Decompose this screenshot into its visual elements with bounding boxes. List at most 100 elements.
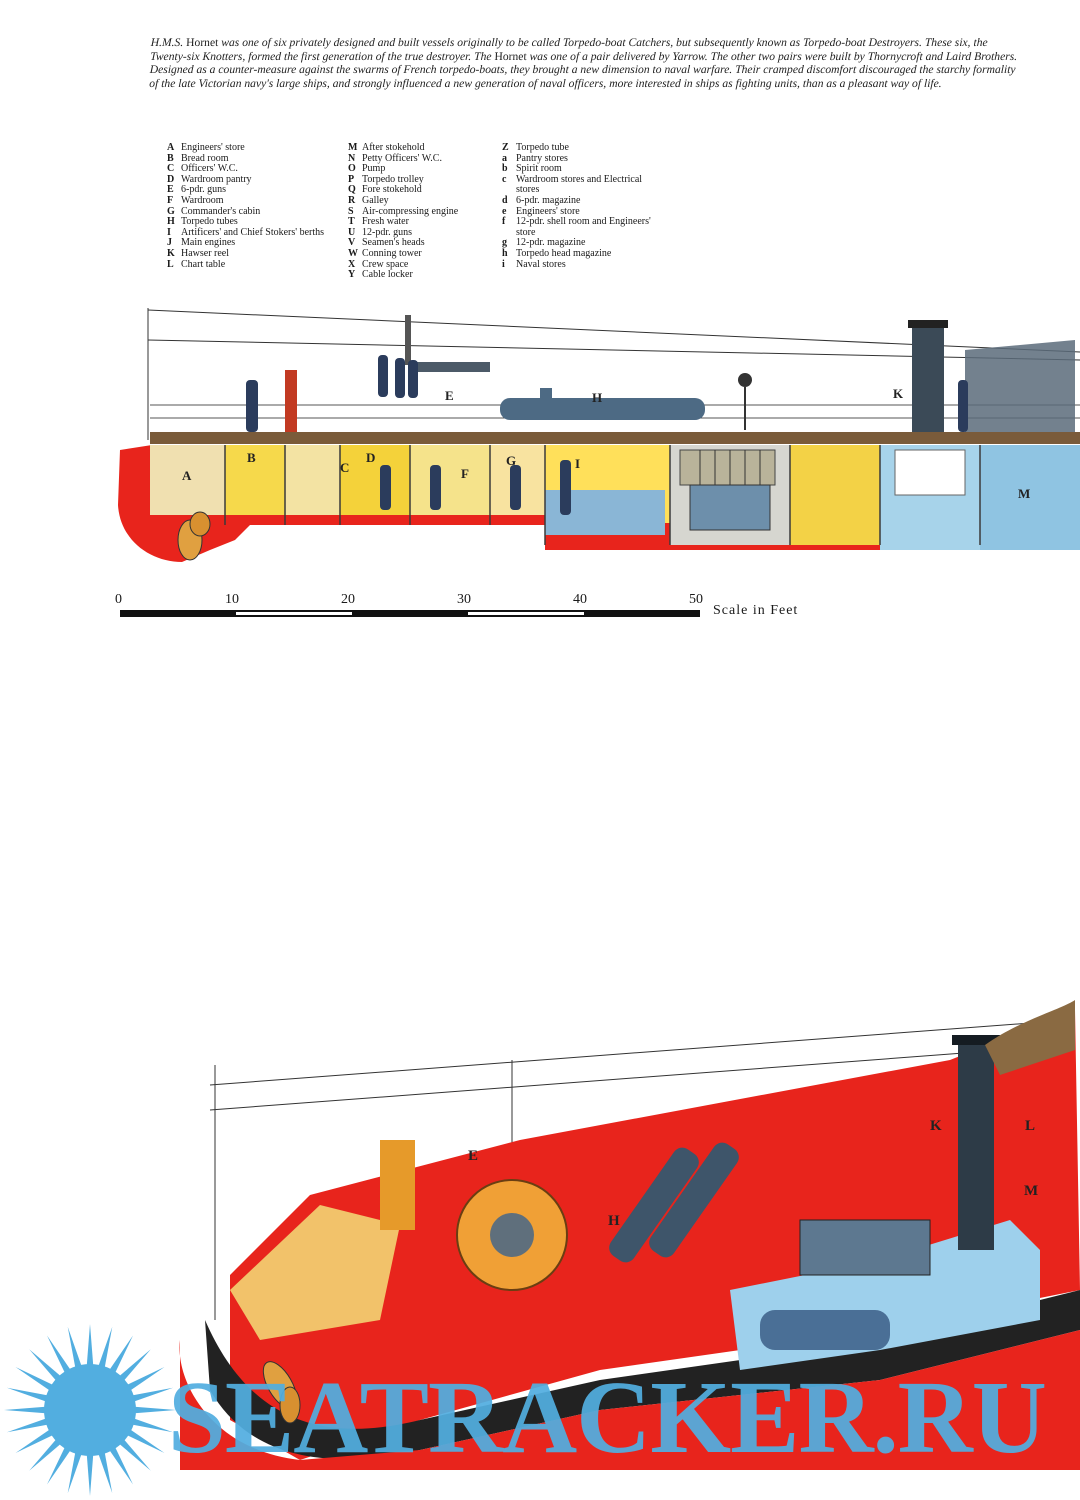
legend-item: K Hawser reel <box>167 247 331 260</box>
ship-boat <box>985 1000 1075 1075</box>
legend-label: Torpedo head magazine <box>516 247 612 259</box>
deck-rigging <box>209 1019 1071 1320</box>
legend-key: V <box>348 237 356 249</box>
legend-key: L <box>167 258 174 270</box>
funnel <box>958 1040 994 1250</box>
legend-item: S Air-compressing engine <box>348 205 512 218</box>
legend-label: Torpedo tubes <box>181 216 238 228</box>
legend-key: K <box>167 247 175 259</box>
sun-ray <box>96 1326 113 1373</box>
legend-label: Main engines <box>181 237 236 249</box>
legend-label: Artificers' and Chief Stokers' berths <box>181 226 325 238</box>
legend-item: T Fresh water <box>348 217 512 228</box>
legend-key: S <box>348 205 354 217</box>
sun-ray <box>115 1349 151 1385</box>
legend-key: Z <box>502 142 509 153</box>
sun-ray <box>15 1426 58 1453</box>
legend-label: Spirit room <box>516 163 562 175</box>
legend-key: O <box>348 163 356 175</box>
legend-label: Petty Officers' W.C. <box>362 152 442 164</box>
section-letter: C <box>340 460 349 475</box>
watermark-text: SEATRACKER.RU <box>168 1360 1047 1475</box>
legend-label: Air-compressing engine <box>362 205 459 217</box>
legend-label: Fresh water <box>362 216 409 228</box>
deck-letter: E <box>468 1148 478 1164</box>
bulkheads <box>224 445 981 545</box>
legend-key: g <box>502 237 507 249</box>
section-letter: M <box>1018 486 1030 501</box>
sun-ray <box>106 1442 133 1485</box>
legend-label: After stokehold <box>362 142 425 153</box>
sun-ray <box>106 1335 133 1378</box>
deck-letter: H <box>608 1213 620 1229</box>
legend-label: Seamen's heads <box>362 237 425 249</box>
legend-label: Torpedo trolley <box>362 173 424 185</box>
torpedo-tubes <box>609 1142 739 1263</box>
gun-shield-fore <box>380 1140 415 1230</box>
legend-key: A <box>167 142 175 153</box>
sun-ray <box>67 1447 84 1494</box>
section-letter: G <box>506 453 516 468</box>
scale-unit-label: Scale in Feet <box>713 603 799 618</box>
legend-label: Wardroom <box>181 194 224 206</box>
legend-key: f <box>502 216 506 228</box>
sun-ray <box>127 1416 174 1433</box>
sun-ray <box>115 1435 151 1471</box>
crew-figures <box>246 355 968 515</box>
legend-item: J Main engines <box>167 238 331 249</box>
legend-key: E <box>167 184 174 196</box>
legend-key: D <box>167 173 175 185</box>
section-letter: B <box>247 450 256 465</box>
legend-label: Fore stokehold <box>362 184 422 196</box>
sun-ray <box>86 1449 94 1496</box>
legend-item: A Engineers' store <box>167 142 331 154</box>
deck-letter: M <box>1024 1183 1038 1199</box>
scale-tick-label: 50 <box>689 592 703 607</box>
legend-label: 6-pdr. guns <box>181 184 226 196</box>
intro-segment: Hornet <box>494 49 527 63</box>
deck-letter: L <box>1025 1118 1035 1134</box>
legend-key: J <box>167 237 172 249</box>
sun-ray <box>6 1416 53 1433</box>
scale-tick-label: 0 <box>115 592 122 607</box>
sun-ray <box>122 1426 165 1453</box>
legend-item: Q Fore stokehold <box>348 185 512 196</box>
section-letter: H <box>592 390 602 405</box>
scale-bar <box>120 610 700 617</box>
legend-key: d <box>502 194 508 206</box>
intro-paragraph: H.M.S. Hornet was one of six privately d… <box>149 36 1021 90</box>
sun-ray <box>47 1442 74 1485</box>
legend-label: Torpedo tube <box>516 142 569 153</box>
propeller <box>262 1361 301 1424</box>
legend-label: Pump <box>362 163 386 175</box>
legend-key: W <box>348 247 358 259</box>
scale-tick-label: 40 <box>573 592 587 607</box>
legend-label: Engineers' store <box>181 142 245 153</box>
legend-label: Hawser reel <box>181 247 230 259</box>
legend-key: Y <box>348 269 356 281</box>
legend-key: Q <box>348 184 356 196</box>
legend-label: 12-pdr. shell room and Engineers' store <box>516 216 651 238</box>
legend-label: Galley <box>362 194 389 206</box>
sun-ray <box>127 1387 174 1404</box>
legend-key: T <box>348 216 355 228</box>
